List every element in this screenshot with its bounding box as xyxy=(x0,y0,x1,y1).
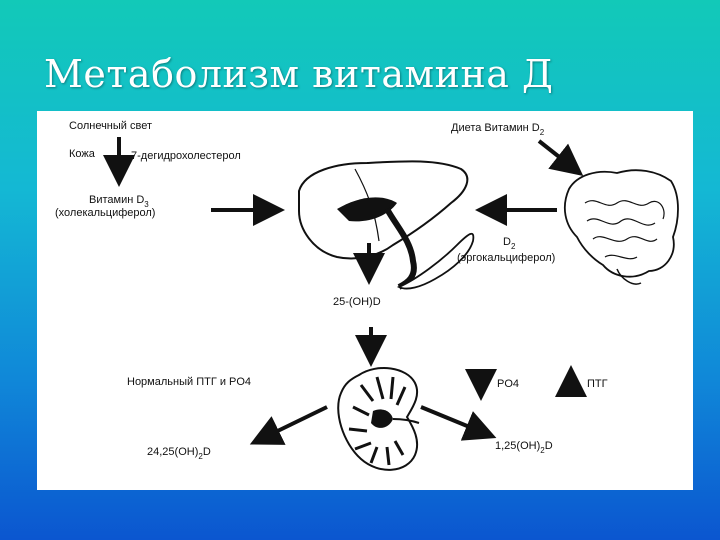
vitamin-d3-label: Витамин D3 xyxy=(89,194,149,209)
diet-label: Диета Витамин D2 xyxy=(451,122,545,137)
sunlight-label: Солнечный свет xyxy=(69,120,152,132)
kidney-illustration xyxy=(337,367,420,471)
slide-title: Метаболизм витамина Д xyxy=(44,52,554,96)
d2-label: D2 xyxy=(503,236,516,251)
diet-arrow xyxy=(537,139,584,176)
pth-label: ПТГ xyxy=(587,378,608,390)
po4-label: PO4 xyxy=(497,378,519,390)
25-oh-d-label: 25-(OH)D xyxy=(333,296,381,308)
diagram-panel: Солнечный свет Кожа 7-дегидрохолестерол … xyxy=(37,111,693,490)
ergocalciferol-label: (эргокальциферол) xyxy=(457,252,555,264)
1-25-oh2-d-label: 1,25(OH)2D xyxy=(495,440,553,455)
skin-label: Кожа xyxy=(69,148,96,160)
normal-pth-po4-label: Нормальный ПТГ и PO4 xyxy=(127,376,251,388)
24-25-oh2-d-label: 24,25(OH)2D xyxy=(147,446,211,461)
intestine-illustration xyxy=(563,169,679,285)
liver-illustration xyxy=(298,160,475,290)
metabolism-diagram: Солнечный свет Кожа 7-дегидрохолестерол … xyxy=(55,120,679,471)
dehydrocholesterol-label: 7-дегидрохолестерол xyxy=(131,150,241,162)
to-125-arrow xyxy=(420,405,497,441)
to-2425-arrow xyxy=(249,405,328,445)
cholecalciferol-label: (холекальциферол) xyxy=(55,207,155,219)
